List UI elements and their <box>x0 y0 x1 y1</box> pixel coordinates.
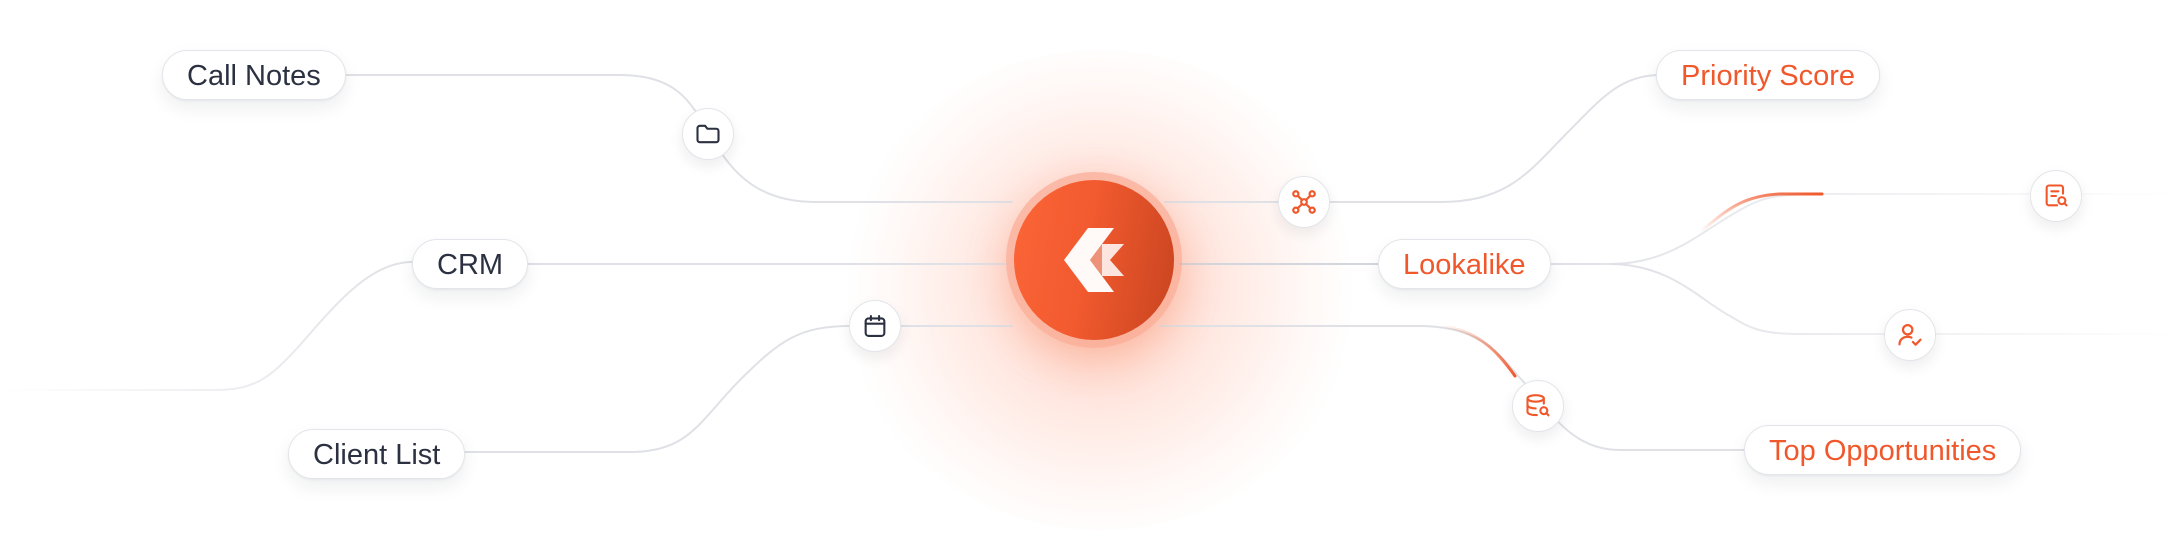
folder-node <box>682 108 734 160</box>
database-node <box>1512 380 1564 432</box>
brand-logo-icon <box>1064 228 1124 292</box>
input-crm[interactable]: CRM <box>412 239 529 289</box>
database-search-icon <box>1526 394 1550 417</box>
report-search-icon <box>2045 184 2068 207</box>
hub-core <box>1014 180 1174 340</box>
folder-icon <box>696 124 720 144</box>
input-label: Client List <box>313 439 441 471</box>
user-check-node <box>1884 309 1936 361</box>
output-lookalike[interactable]: Lookalike <box>1378 239 1551 289</box>
calendar-icon <box>864 315 886 337</box>
user-check-icon <box>1898 323 1922 346</box>
output-top-opportunities[interactable]: Top Opportunities <box>1744 425 2022 475</box>
network-node <box>1278 176 1330 228</box>
output-label: Lookalike <box>1403 249 1526 281</box>
input-client-list[interactable]: Client List <box>288 429 466 479</box>
input-label: Call Notes <box>187 60 321 92</box>
output-label: Top Opportunities <box>1769 435 1997 467</box>
input-label: CRM <box>437 249 504 281</box>
output-priority-score[interactable]: Priority Score <box>1656 50 1881 100</box>
central-hub[interactable] <box>1006 172 1182 348</box>
output-label: Priority Score <box>1681 60 1856 92</box>
calendar-node <box>849 300 901 352</box>
network-icon <box>1292 190 1316 214</box>
report-node <box>2030 170 2082 222</box>
input-call-notes[interactable]: Call Notes <box>162 50 346 100</box>
